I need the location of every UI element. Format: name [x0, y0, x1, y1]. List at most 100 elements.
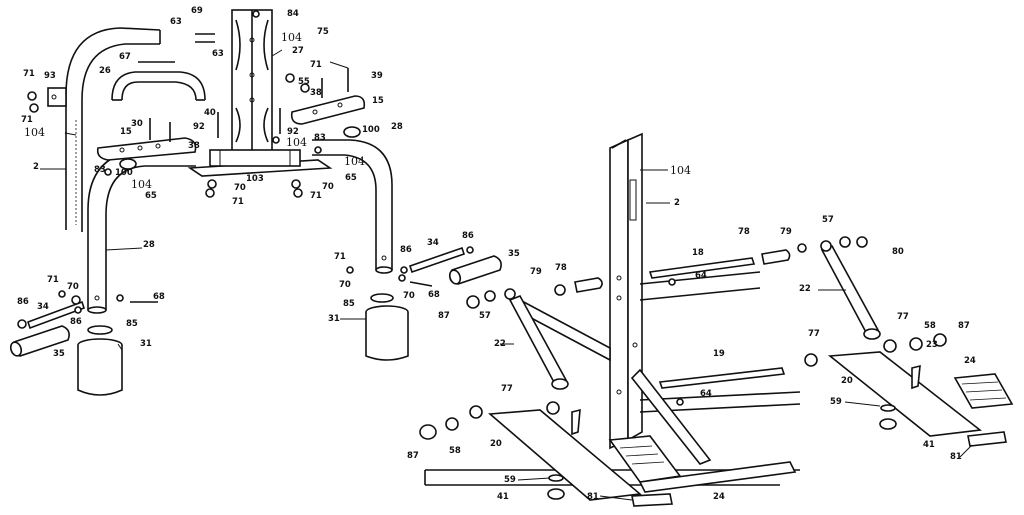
bolts-upper [138, 33, 349, 142]
callout-84: 84 [287, 9, 299, 19]
callout-77b: 77 [897, 312, 909, 322]
callout-41b: 41 [497, 492, 509, 502]
pivot-small-parts-right [346, 266, 433, 303]
callout-71g: 71 [47, 275, 59, 285]
rod-34-right [400, 246, 474, 274]
callout-71a: 71 [310, 60, 322, 70]
callout-35a: 35 [508, 249, 520, 259]
callout-63a: 63 [170, 17, 182, 27]
callout-86b: 86 [462, 231, 474, 241]
callout-22b: 22 [494, 339, 506, 349]
roller-35-left [9, 325, 70, 357]
callout-34b: 34 [37, 302, 49, 312]
callout-58b: 58 [449, 446, 461, 456]
callout-85b: 85 [126, 319, 138, 329]
callout-86c: 86 [17, 297, 29, 307]
right-upright-tube-28 [312, 139, 393, 274]
callout-81b: 81 [587, 492, 599, 502]
callout-26: 26 [99, 66, 111, 76]
callout-92b: 92 [287, 127, 299, 137]
callout-34a: 34 [427, 238, 439, 248]
bushings-78 [574, 249, 791, 293]
callout-57a: 57 [822, 215, 834, 225]
lever-bracket-15-right [290, 95, 366, 125]
callout-87b: 87 [958, 321, 970, 331]
callout-70c: 70 [339, 280, 351, 290]
callout-20b: 20 [490, 439, 502, 449]
callout-70d: 70 [67, 282, 79, 292]
callout-86a: 86 [400, 245, 412, 255]
callout-15a: 15 [372, 96, 384, 106]
foot-bar-24-left [638, 461, 797, 493]
callout-65b: 65 [145, 191, 157, 201]
callout-78a: 78 [738, 227, 750, 237]
callout-71d: 71 [232, 197, 244, 207]
callout-79b: 79 [530, 267, 542, 277]
callout-70b: 70 [322, 182, 334, 192]
callout-63b: 63 [212, 49, 224, 59]
callout-87c: 87 [407, 451, 419, 461]
callout-83b: 83 [94, 165, 106, 175]
callout-86d: 86 [70, 317, 82, 327]
lever-bracket-15-left [96, 137, 197, 161]
base-plate-103 [187, 149, 333, 177]
callout-70a: 70 [234, 183, 246, 193]
callout-18: 18 [692, 248, 704, 258]
rod-34-left [17, 300, 86, 330]
callout-104d: 104 [344, 155, 365, 168]
callout-24a: 24 [964, 356, 976, 366]
callout-2a: 2 [33, 162, 39, 172]
callout-31b: 31 [140, 339, 152, 349]
callout-81a: 81 [950, 452, 962, 462]
callout-85a: 85 [343, 299, 355, 309]
callout-80: 80 [892, 247, 904, 257]
main-mast-2 [609, 132, 643, 450]
callout-59a: 59 [830, 397, 842, 407]
callout-38a: 38 [310, 88, 322, 98]
callout-39: 39 [371, 71, 383, 81]
bracket-93 [47, 87, 67, 107]
callout-104f: 104 [670, 164, 691, 177]
callout-40: 40 [204, 108, 216, 118]
callout-64a: 64 [695, 271, 707, 281]
callout-27: 27 [292, 46, 304, 56]
callout-2b: 2 [674, 198, 680, 208]
callout-30: 30 [131, 119, 143, 129]
callout-104b: 104 [24, 126, 45, 139]
callout-55: 55 [298, 77, 310, 87]
callout-58a: 58 [924, 321, 936, 331]
callout-19: 19 [713, 349, 725, 359]
callout-70e: 70 [403, 291, 415, 301]
callout-69: 69 [191, 6, 203, 16]
callout-104e: 104 [131, 178, 152, 191]
callout-100a: 100 [362, 125, 380, 135]
washers-and-nuts-upper [27, 10, 361, 198]
pec-bracket-26 [111, 71, 206, 101]
roller-35-right [448, 255, 502, 285]
center-mast-27 [231, 9, 273, 156]
rear-brace [519, 298, 712, 465]
callout-77c: 77 [501, 384, 513, 394]
callout-100b: 100 [115, 168, 133, 178]
callout-75: 75 [317, 27, 329, 37]
callout-35b: 35 [53, 349, 65, 359]
leg-20-left [488, 409, 682, 501]
lower-hardware [419, 236, 947, 500]
callout-22a: 22 [799, 284, 811, 294]
callout-71c: 71 [21, 115, 33, 125]
callout-71b: 71 [23, 69, 35, 79]
callout-71f: 71 [334, 252, 346, 262]
callout-79a: 79 [780, 227, 792, 237]
callout-64b: 64 [700, 389, 712, 399]
callout-31a: 31 [328, 314, 340, 324]
callout-28b: 28 [143, 240, 155, 250]
callout-15b: 15 [120, 127, 132, 137]
pivot-small-parts-left [58, 290, 158, 335]
callout-28a: 28 [391, 122, 403, 132]
callout-77a: 77 [808, 329, 820, 339]
callout-20a: 20 [841, 376, 853, 386]
leader-lines [40, 49, 973, 501]
arm-22-left [508, 294, 569, 390]
callout-65a: 65 [345, 173, 357, 183]
